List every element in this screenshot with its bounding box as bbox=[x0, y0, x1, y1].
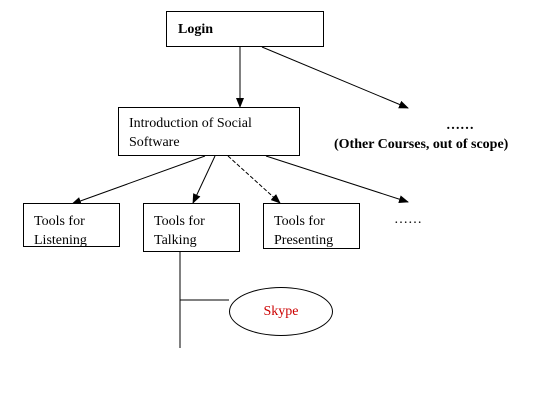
tools-presenting-label: Tools for Presenting bbox=[274, 214, 334, 248]
tools-presenting-node: Tools for Presenting bbox=[263, 203, 360, 249]
login-node: Login bbox=[166, 11, 324, 47]
intro-node: Introduction of Social Software bbox=[118, 107, 300, 156]
arrow-intro-to-talking bbox=[192, 155, 216, 204]
tools-listening-node: Tools for Listening bbox=[23, 203, 120, 247]
other-courses-label: (Other Courses, out of scope) bbox=[334, 137, 509, 152]
other-courses-ellipsis: …… bbox=[446, 118, 474, 133]
tools-talking-label: Tools for Talking bbox=[154, 214, 205, 248]
arrow-intro-to-listening bbox=[71, 155, 206, 205]
skype-node: Skype bbox=[229, 287, 333, 336]
arrow-login-to-other bbox=[261, 46, 409, 109]
skype-label: Skype bbox=[263, 303, 299, 319]
tools-listening-label: Tools for Listening bbox=[34, 214, 87, 247]
intro-label: Introduction of Social Software bbox=[129, 116, 252, 150]
arrow-intro-to-presenting bbox=[227, 155, 281, 204]
more-tools-ellipsis: …… bbox=[394, 212, 422, 227]
login-label: Login bbox=[178, 22, 214, 37]
tools-talking-node: Tools for Talking bbox=[143, 203, 240, 252]
arrow-intro-to-more bbox=[265, 155, 409, 204]
